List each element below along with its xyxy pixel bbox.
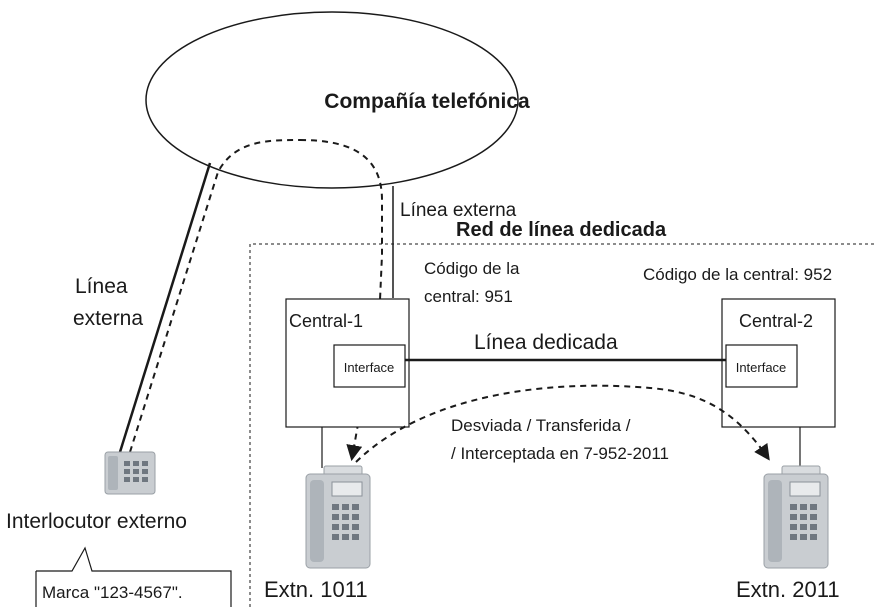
- pbx1-code-label-1: Código de la: [424, 259, 520, 278]
- forward-label-2: / Interceptada en 7-952-2011: [451, 444, 669, 463]
- dial-note-bubble: [35, 546, 232, 607]
- pbx2-interface-box: [725, 344, 798, 388]
- external-line-left-label-1: Línea: [75, 275, 128, 298]
- call-path-left: [129, 139, 301, 453]
- pbx1-interface-label: Interface: [344, 360, 395, 375]
- pbx2-code-label: Código de la central: 952: [643, 265, 832, 284]
- forward-label-1: Desviada / Transferida /: [451, 416, 631, 435]
- dial-note-text: Marca "123-4567".: [42, 583, 183, 602]
- forward-call-path: [355, 384, 770, 463]
- external-line-left-label-2: externa: [73, 307, 143, 330]
- pbx1-interface-box: [333, 344, 406, 388]
- ext1011-phone-icon: [305, 465, 371, 569]
- external-party-label: Interlocutor externo: [6, 510, 187, 533]
- pbx2-interface-label: Interface: [736, 360, 787, 375]
- pbx2-label: Central-2: [739, 311, 813, 331]
- external-line-left: [118, 162, 212, 453]
- external-phone-icon: [104, 451, 156, 495]
- external-line-top-label: Línea externa: [400, 200, 517, 221]
- call-path-top: [299, 139, 383, 462]
- dedicated-line-label: Línea dedicada: [474, 331, 618, 354]
- pbx1-label: Central-1: [289, 311, 363, 331]
- phone-company-label: Compañía telefónica: [324, 90, 530, 113]
- dedicated-network-label: Red de línea dedicada: [456, 219, 667, 241]
- ext2011-label: Extn. 2011: [736, 577, 840, 602]
- pbx1-code-label-2: central: 951: [424, 287, 513, 306]
- phone-company-cloud: [145, 11, 519, 189]
- ext1011-label: Extn. 1011: [264, 577, 368, 602]
- dedicated-network-boundary: [249, 243, 877, 607]
- ext2011-phone-icon: [763, 465, 829, 569]
